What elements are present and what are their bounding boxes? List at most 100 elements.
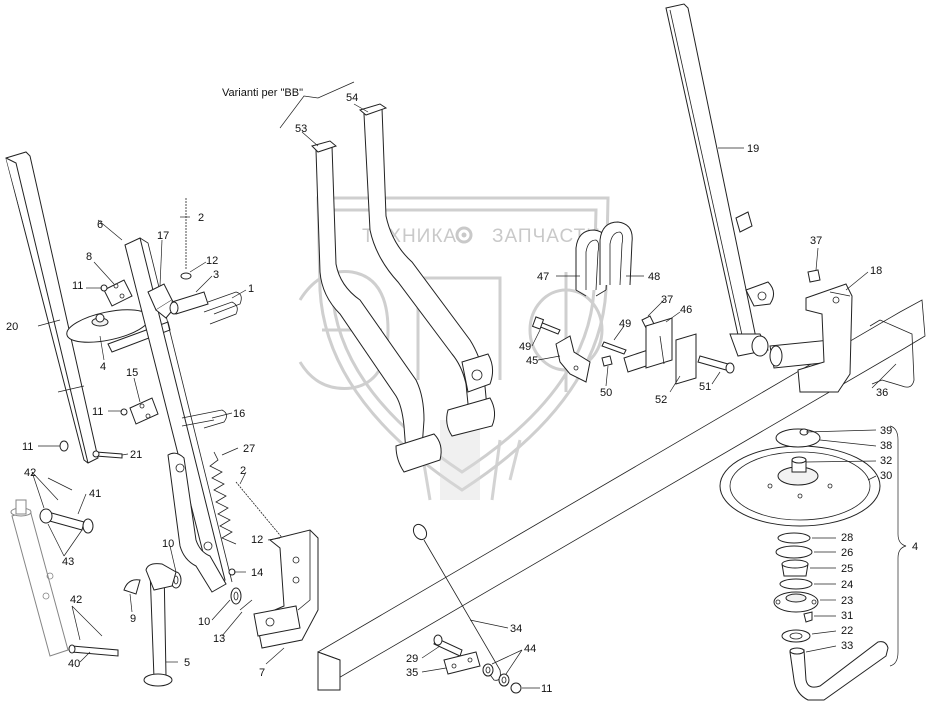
callout-42b: 42	[70, 594, 82, 606]
callout-38: 38	[880, 440, 892, 452]
callout-11a: 11	[72, 280, 83, 292]
callout-1: 1	[248, 283, 254, 295]
callout-20: 20	[6, 321, 18, 333]
callout-45: 45	[526, 355, 538, 367]
ubolt-36	[869, 319, 915, 388]
rod-2-lower	[235, 481, 285, 541]
callout-49b: 49	[519, 341, 531, 353]
callout-30: 30	[880, 470, 892, 482]
bracket-45	[555, 335, 591, 383]
post-20	[5, 151, 99, 464]
cylinder-assembly	[10, 499, 69, 657]
bracket-15	[129, 397, 159, 425]
callout-43: 43	[62, 556, 74, 568]
hub-stack	[773, 532, 819, 643]
bolt-21	[92, 450, 123, 459]
clip-9	[123, 579, 141, 595]
pin-3	[169, 291, 209, 315]
variant-caption: Varianti per "BB"	[222, 87, 303, 99]
callout-2a: 2	[198, 212, 204, 224]
bracket-8	[103, 279, 133, 307]
washer-10b	[230, 587, 242, 605]
callout-50: 50	[600, 387, 612, 399]
rod-2-upper	[180, 198, 192, 280]
callout-8: 8	[86, 251, 92, 263]
nut-11c	[59, 440, 69, 452]
post-54	[358, 103, 496, 437]
callout-35: 35	[406, 667, 418, 679]
bracket-7	[253, 529, 319, 649]
callout-34: 34	[510, 623, 522, 635]
shaft-arm	[769, 339, 833, 369]
callout-22: 22	[841, 625, 853, 637]
stand-5	[143, 563, 177, 687]
callout-16: 16	[233, 408, 245, 420]
ubolt-16	[181, 409, 227, 429]
callout-36: 36	[876, 387, 888, 399]
shaft-33	[789, 641, 889, 701]
callout-11b: 11	[92, 406, 103, 418]
nut-11d	[510, 682, 522, 694]
callout-24: 24	[841, 579, 853, 591]
callout-10b: 10	[198, 616, 210, 628]
watermark-right-word: ЗАПЧАСТИ	[492, 226, 601, 247]
callout-28: 28	[841, 532, 853, 544]
callout-49a: 49	[619, 318, 631, 330]
callout-12b: 12	[251, 534, 263, 546]
plate-35	[443, 651, 481, 675]
callout-41: 41	[89, 488, 101, 500]
callout-32: 32	[880, 455, 892, 467]
callout-37a: 37	[661, 294, 673, 306]
callout-5: 5	[184, 657, 190, 669]
callout-39: 39	[880, 425, 892, 437]
pin-40	[68, 644, 119, 657]
bolt-51	[697, 355, 735, 374]
callout-17: 17	[157, 230, 169, 242]
washers-44	[482, 663, 510, 687]
callout-42a: 42	[24, 467, 36, 479]
nut-50	[601, 355, 613, 367]
ubolt-48	[599, 221, 633, 286]
plate-52	[645, 317, 697, 385]
callout-27: 27	[243, 443, 255, 455]
bolt-49b	[601, 341, 627, 355]
callout-19: 19	[747, 143, 759, 155]
callout-4a: 4	[100, 361, 106, 373]
callout-15: 15	[126, 367, 138, 379]
callout-7: 7	[259, 667, 265, 679]
callout-26: 26	[841, 547, 853, 559]
spring-27	[209, 451, 237, 545]
pin-13	[239, 599, 253, 611]
callout-6: 6	[97, 219, 103, 231]
callout-2b: 2	[240, 465, 246, 477]
callout-11d: 11	[541, 683, 552, 695]
post-53	[311, 140, 442, 473]
nut-11b	[120, 408, 128, 416]
callout-31: 31	[841, 610, 853, 622]
callout-54: 54	[346, 92, 358, 104]
callout-51: 51	[699, 381, 711, 393]
callout-37b: 37	[810, 235, 822, 247]
bolt-49a	[531, 316, 561, 335]
pin-43	[39, 508, 94, 534]
post-19	[665, 3, 774, 357]
callout-18: 18	[870, 265, 882, 277]
callout-48: 48	[648, 271, 660, 283]
assembly-brace-4	[889, 425, 907, 667]
callout-23: 23	[841, 595, 853, 607]
callout-53: 53	[295, 123, 307, 135]
callout-47: 47	[537, 271, 549, 283]
callout-10a: 10	[162, 538, 174, 550]
callout-25: 25	[841, 563, 853, 575]
callout-14: 14	[251, 567, 263, 579]
callout-44: 44	[524, 643, 536, 655]
callout-12a: 12	[206, 255, 218, 267]
leader-lines	[31, 103, 897, 689]
bolt-29	[433, 634, 463, 657]
callout-52: 52	[655, 394, 667, 406]
callout-9: 9	[130, 613, 136, 625]
main-beam	[317, 299, 926, 691]
nut-37b	[807, 269, 821, 283]
arm-6	[124, 237, 233, 593]
